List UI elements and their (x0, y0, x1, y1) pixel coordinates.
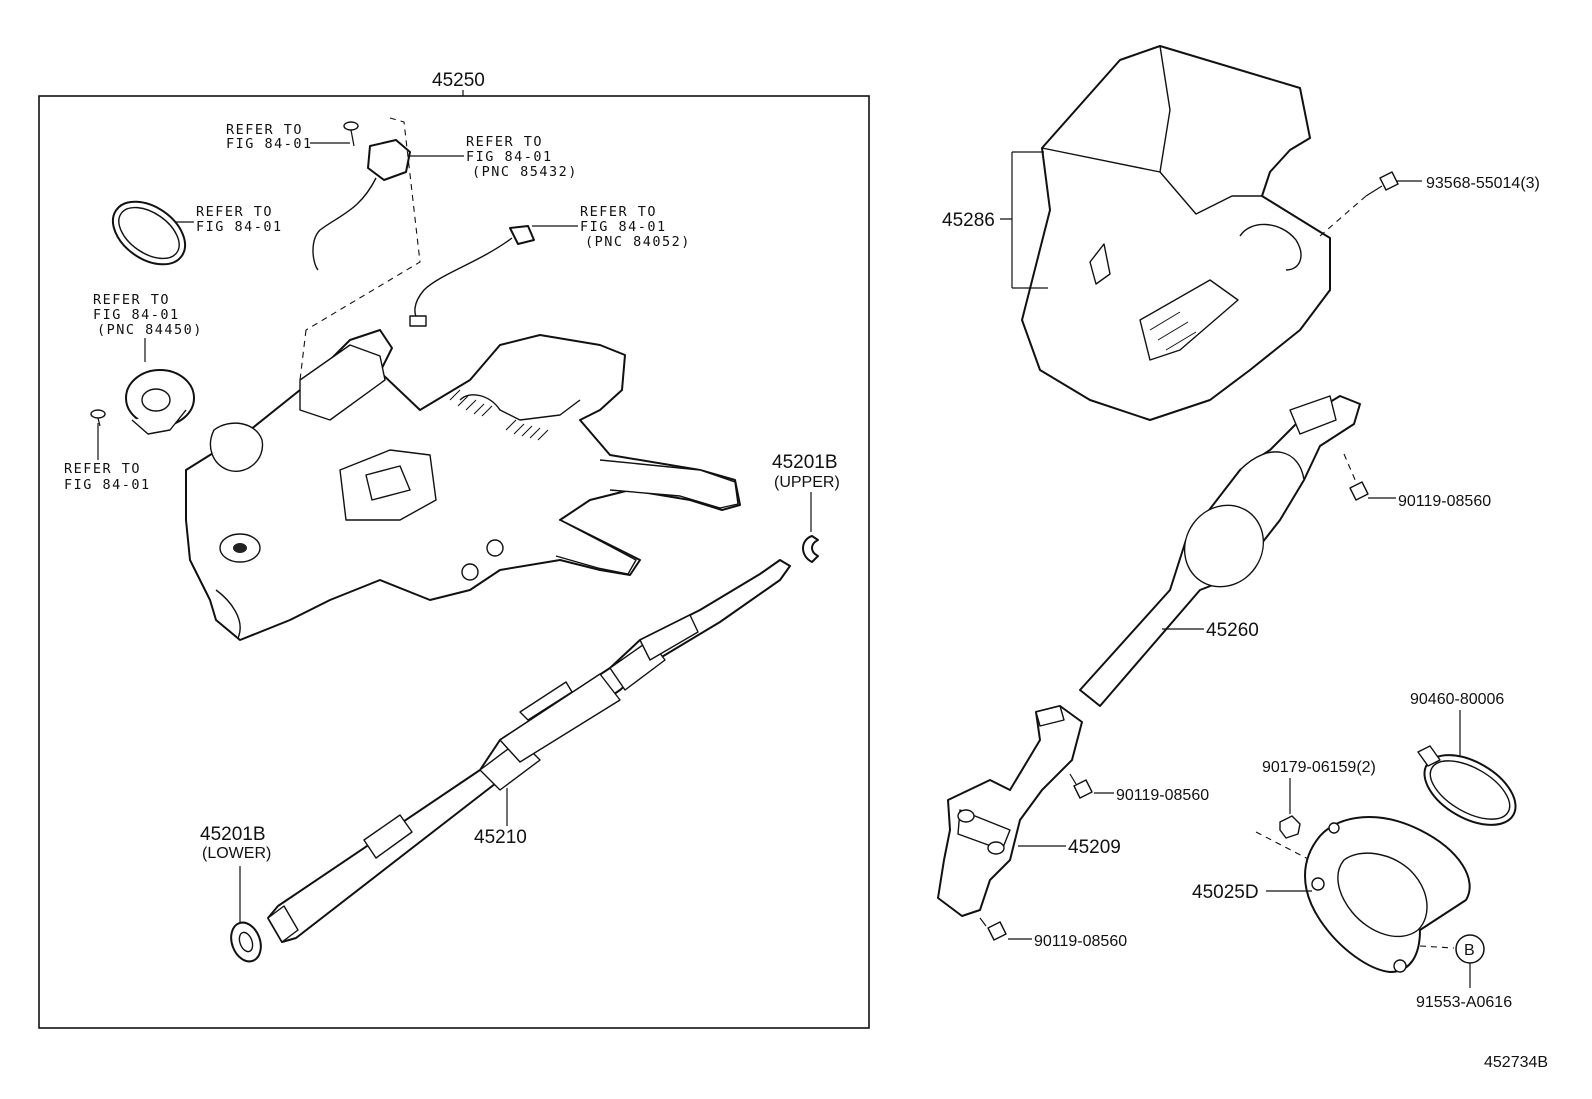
main-shaft-icon (267, 559, 791, 943)
nut-icon (1255, 815, 1315, 863)
svg-text:FIG 84-01: FIG 84-01 (580, 219, 667, 235)
label-90119-08560-upper: 90119-08560 (1398, 493, 1491, 510)
snap-ring-upper-icon (802, 535, 819, 563)
steering-column-assembly (185, 329, 741, 641)
label-90119-08560-middle: 90119-08560 (1116, 787, 1209, 804)
svg-text:REFER TO: REFER TO (64, 461, 141, 477)
clamp-ring-icon (111, 200, 187, 266)
svg-text:REFER TO: REFER TO (226, 122, 303, 138)
refer-note-screw-lower: REFER TO FIG 84-01 (64, 423, 151, 493)
cover-screw-icon (1319, 171, 1399, 237)
svg-text:(PNC 85432): (PNC 85432) (472, 164, 578, 180)
refer-note-pnc-85432: REFER TO FIG 84-01 (PNC 85432) (410, 134, 578, 180)
clamp-icon (1417, 745, 1517, 826)
hole-cover-icon (1304, 816, 1471, 973)
svg-text:FIG 84-01: FIG 84-01 (64, 477, 151, 493)
svg-text:REFER TO: REFER TO (580, 204, 657, 220)
snap-ring-lower-icon (230, 921, 262, 963)
sensor-connector-icon (409, 225, 535, 327)
refer-note-pnc-84450: REFER TO FIG 84-01 (PNC 84450) (93, 292, 203, 362)
svg-text:(PNC 84450): (PNC 84450) (97, 322, 203, 338)
assembly-frame (38, 95, 870, 1029)
bolt-middle-icon (1069, 773, 1093, 799)
svg-text:REFER TO: REFER TO (466, 134, 543, 150)
label-45209: 45209 (1068, 837, 1121, 858)
svg-text:REFER TO: REFER TO (93, 292, 170, 308)
label-lower-note: (LOWER) (202, 845, 271, 862)
label-90119-08560-lower: 90119-08560 (1034, 933, 1127, 950)
label-90460-80006: 90460-80006 (1410, 691, 1504, 708)
drawing-code: 452734B (1484, 1054, 1548, 1071)
intermediate-shaft-icon (1079, 395, 1361, 707)
label-45201b-upper: 45201B (772, 452, 838, 473)
bolt-lower-icon (979, 917, 1007, 941)
label-90179-06159: 90179-06159(2) (1262, 759, 1376, 776)
label-45025d: 45025D (1192, 882, 1259, 903)
svg-text:FIG 84-01: FIG 84-01 (196, 219, 283, 235)
svg-text:REFER TO: REFER TO (196, 204, 273, 220)
svg-text:FIG 84-01: FIG 84-01 (466, 149, 553, 165)
reference-circle-b: B (1419, 934, 1485, 988)
label-upper-note: (UPPER) (774, 474, 840, 491)
label-45250: 45250 (432, 70, 485, 91)
label-45201b-lower: 45201B (200, 824, 266, 845)
label-93568-55014: 93568-55014(3) (1426, 175, 1540, 192)
sensor-unit-icon (305, 117, 421, 331)
screw-icon (90, 409, 106, 427)
screw-icon (343, 121, 359, 147)
refer-note-pnc-84052: REFER TO FIG 84-01 (PNC 84052) (532, 204, 691, 250)
label-45210: 45210 (474, 827, 527, 848)
refer-note-ignition-screw: REFER TO FIG 84-01 (226, 122, 350, 152)
label-91553-a0616: 91553-A0616 (1416, 994, 1512, 1011)
label-45260: 45260 (1206, 620, 1259, 641)
svg-text:(PNC 84052): (PNC 84052) (585, 234, 691, 250)
column-cover-icon (1021, 45, 1331, 421)
lock-switch-icon (125, 369, 195, 435)
svg-text:FIG 84-01: FIG 84-01 (93, 307, 180, 323)
bolt-upper-icon (1343, 453, 1369, 501)
label-45286: 45286 (942, 210, 995, 231)
svg-text:B: B (1464, 942, 1475, 959)
sliding-yoke-icon (937, 705, 1083, 917)
svg-text:FIG 84-01: FIG 84-01 (226, 136, 313, 152)
refer-note-clamp-ring: REFER TO FIG 84-01 (165, 204, 283, 235)
